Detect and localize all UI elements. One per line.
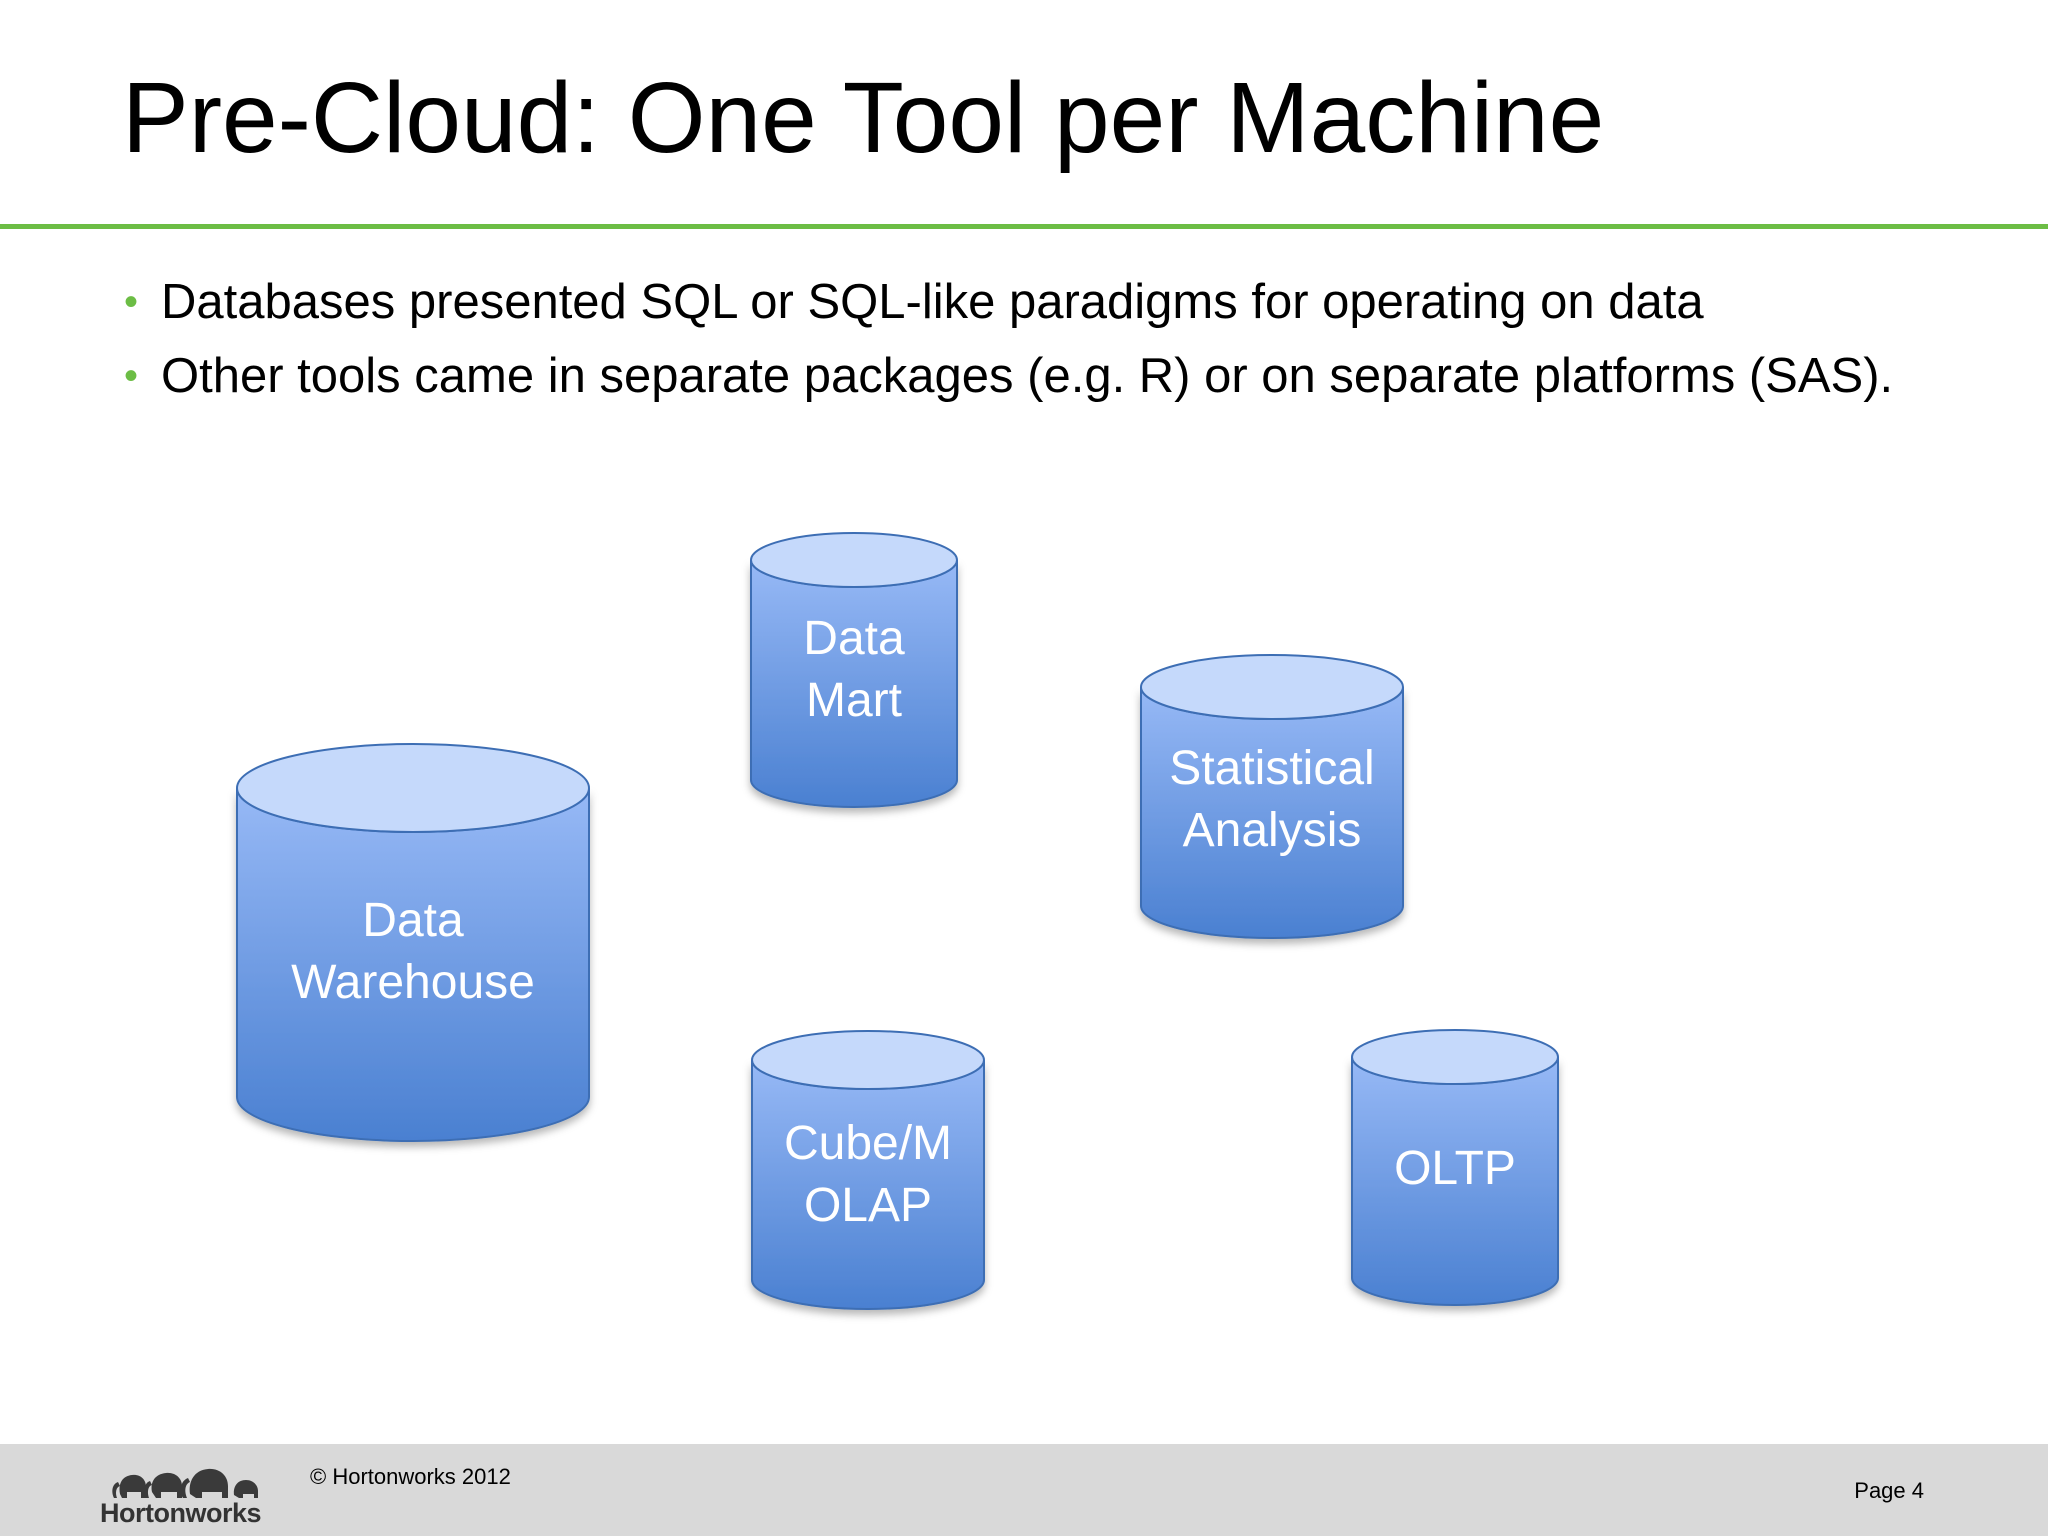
cylinder-label: Data	[362, 894, 464, 947]
cylinder-top	[236, 743, 590, 833]
bullet-item: • Databases presented SQL or SQL-like pa…	[124, 272, 1904, 332]
cylinder-label: Warehouse	[291, 956, 535, 1009]
copyright-text: © Hortonworks 2012	[310, 1464, 511, 1489]
cylinder-top	[751, 1030, 985, 1090]
cylinder-label: Data	[803, 612, 905, 665]
bullet-text: Databases presented SQL or SQL-like para…	[161, 275, 1704, 329]
page-number: Page 4	[1854, 1478, 1924, 1503]
cylinder-top	[1140, 654, 1404, 720]
cylinder-oltp: OLTP	[1351, 1029, 1559, 1306]
footer-bar: Hortonworks © Hortonworks 2012 Page 4	[0, 1444, 2048, 1536]
elephant-herd-icon	[112, 1468, 258, 1498]
bullet-text: Other tools came in separate packages (e…	[161, 349, 1894, 403]
cylinder-label: OLTP	[1394, 1142, 1516, 1195]
cylinder-label: Analysis	[1183, 804, 1362, 857]
cylinder-label: Mart	[806, 674, 902, 727]
cylinder-cube: Cube/M OLAP	[751, 1030, 985, 1310]
cylinder-label: OLAP	[804, 1179, 932, 1232]
cylinder-label: Cube/M	[784, 1117, 952, 1170]
hortonworks-logo: Hortonworks	[100, 1462, 270, 1532]
bullet-dot-icon: •	[124, 280, 139, 324]
cylinder-top	[750, 532, 958, 588]
cylinder-label: Statistical	[1169, 742, 1374, 795]
slide-title: Pre-Cloud: One Tool per Machine	[122, 62, 1605, 174]
logo-wordmark: Hortonworks	[100, 1498, 262, 1528]
cylinder-top	[1351, 1029, 1559, 1085]
title-divider	[0, 224, 2048, 229]
bullet-dot-icon: •	[124, 354, 139, 398]
bullet-list: • Databases presented SQL or SQL-like pa…	[124, 272, 1904, 420]
bullet-item: • Other tools came in separate packages …	[124, 346, 1904, 406]
